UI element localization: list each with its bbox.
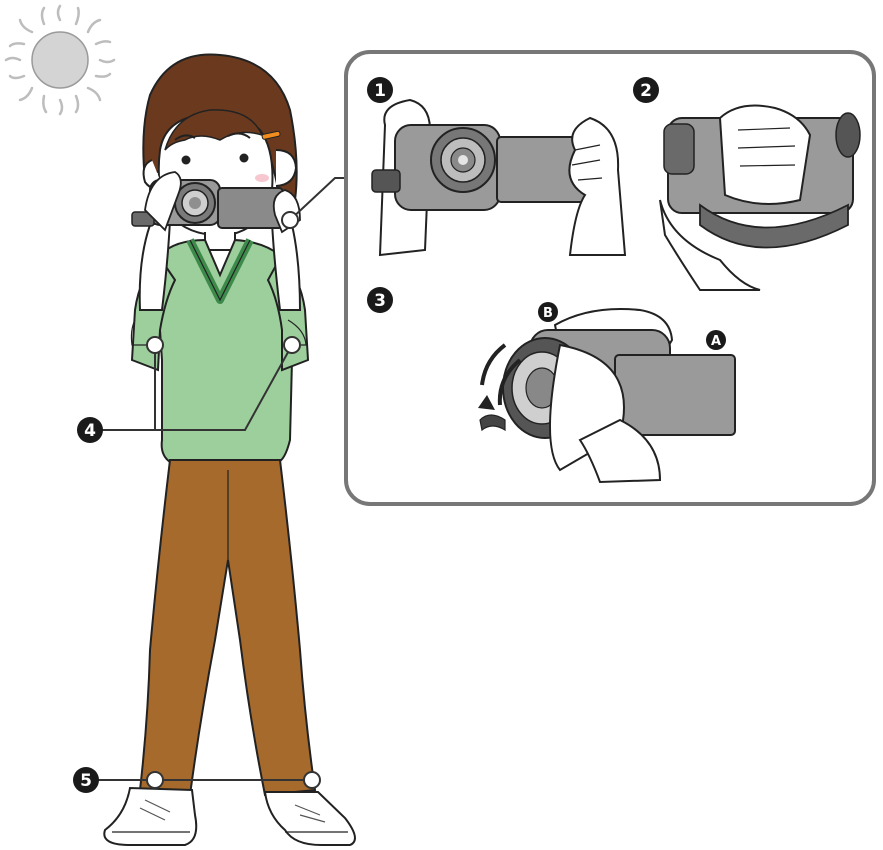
marker-2: 2 [633, 77, 659, 103]
marker-3-label: 3 [374, 291, 386, 311]
marker-4-label: 4 [84, 421, 96, 441]
marker-4: 4 [77, 417, 103, 443]
marker-5: 5 [73, 767, 99, 793]
marker-b: B [538, 302, 558, 322]
marker-1: 1 [367, 77, 393, 103]
marker-a-label: A [711, 334, 721, 349]
left-shoe [104, 788, 196, 845]
marker-b-label: B [543, 306, 553, 321]
marker-3: 3 [367, 287, 393, 313]
marker-5-label: 5 [80, 771, 92, 791]
right-shoe [265, 792, 355, 845]
marker-a: A [706, 330, 726, 350]
sun-icon [6, 6, 114, 114]
marker-1-label: 1 [374, 81, 386, 101]
woman-figure [104, 55, 355, 846]
marker-2-label: 2 [640, 81, 652, 101]
